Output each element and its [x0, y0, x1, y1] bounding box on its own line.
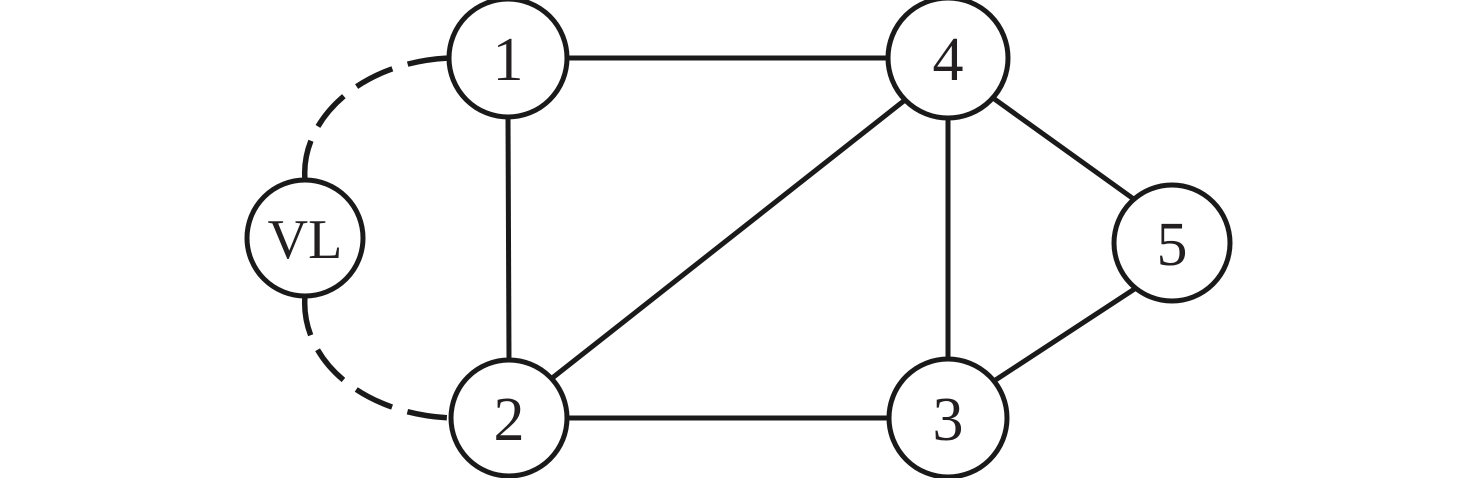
node-3-circle[interactable] [886, 356, 1010, 478]
node-2-label: 2 [494, 386, 525, 454]
nodes-layer: VL 1 2 3 4 5 [244, 0, 1233, 478]
node-vl[interactable]: VL [244, 177, 366, 299]
node-5-label: 5 [1157, 211, 1188, 279]
node-2[interactable]: 2 [448, 357, 570, 478]
node-5-circle[interactable] [1111, 182, 1233, 304]
edge-1-to-2 [505, 116, 512, 361]
node-3[interactable]: 3 [886, 356, 1010, 478]
edge-2-to-4 [549, 98, 907, 381]
node-4-label: 4 [933, 26, 964, 94]
node-3-label: 3 [933, 386, 964, 454]
edge-4-to-5 [991, 95, 1137, 203]
node-4-circle[interactable] [885, 0, 1011, 121]
node-4[interactable]: 4 [885, 0, 1011, 121]
node-1-label: 1 [493, 26, 524, 94]
edge-vl-to-1 [302, 55, 450, 181]
node-5[interactable]: 5 [1111, 182, 1233, 304]
edge-3-to-5 [992, 285, 1138, 384]
node-1-circle[interactable] [446, 0, 570, 120]
node-1[interactable]: 1 [446, 0, 570, 120]
edges-layer [302, 55, 1138, 421]
node-vl-label: VL [268, 209, 343, 271]
edge-vl-to-2 [302, 295, 452, 421]
node-2-circle[interactable] [448, 357, 570, 478]
node-vl-circle[interactable] [244, 177, 366, 299]
